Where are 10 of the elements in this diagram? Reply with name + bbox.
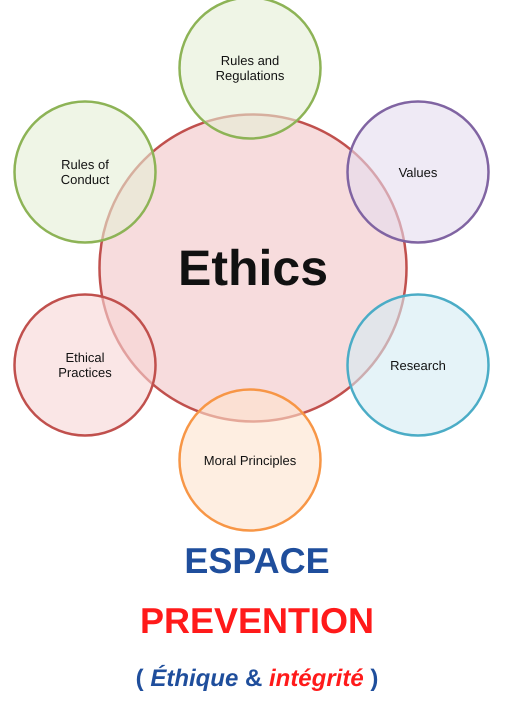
heading-text: ESPACE (183, 540, 331, 582)
node-label: Rules and Regulations (214, 53, 286, 83)
node-label: Research (389, 358, 447, 372)
node-label: Ethics (176, 239, 330, 297)
heading-text: PREVENTION (138, 600, 376, 642)
node-label: Values (398, 164, 438, 180)
node-label: Rules of Conduct (60, 157, 110, 187)
subtitle-text: ( Éthique & intégrité ) (134, 665, 380, 693)
node-label: Moral Principles (203, 452, 297, 468)
node-label: Ethical Practices (57, 350, 113, 380)
